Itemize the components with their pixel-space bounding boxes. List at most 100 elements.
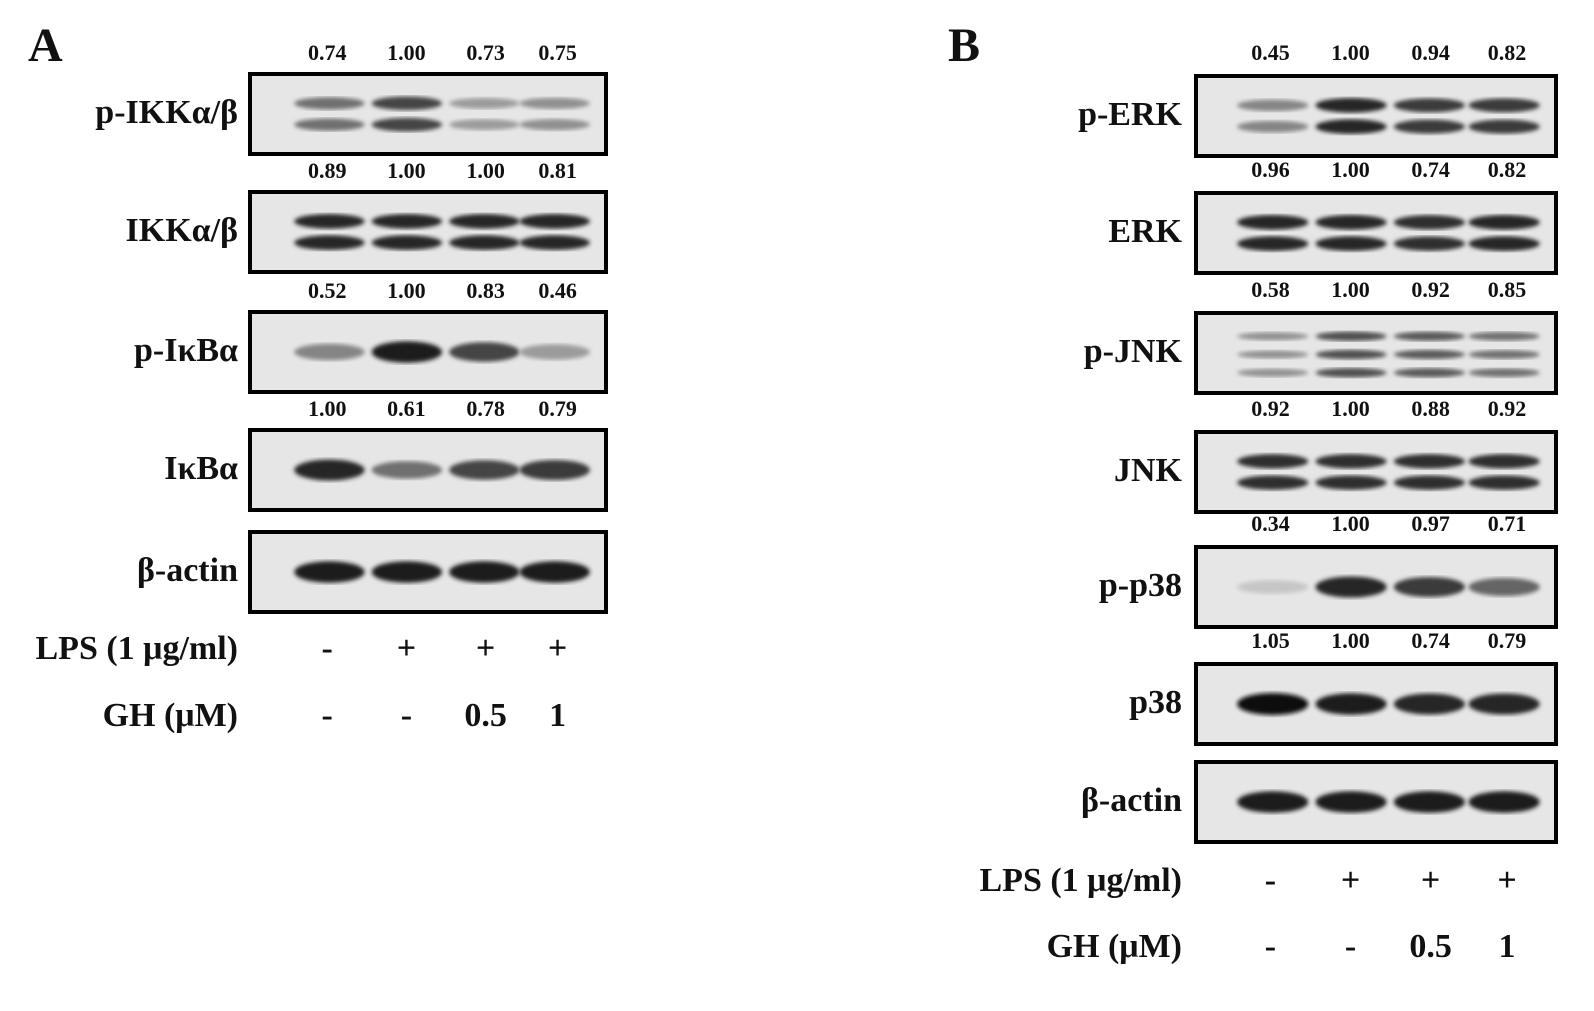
protein-band — [1315, 454, 1387, 469]
protein-band — [1468, 475, 1540, 490]
protein-band — [1315, 119, 1387, 134]
treatment-value: 0.5 — [1409, 928, 1452, 965]
densitometry-value: 0.88 — [1411, 396, 1450, 421]
densitometry-value: 0.61 — [387, 396, 426, 421]
treatment-value: + — [1420, 862, 1441, 899]
protein-band — [519, 214, 590, 229]
densitometry-value: 0.89 — [307, 158, 347, 183]
densitometry-value: 1.00 — [1331, 511, 1370, 536]
protein-band — [371, 214, 443, 229]
treatment-label: LPS (1 μg/ml) — [35, 630, 239, 667]
densitometry-value: 0.34 — [1251, 511, 1290, 536]
protein-label: IKKα/β — [125, 212, 238, 249]
protein-band — [1393, 98, 1465, 113]
blot-bands — [252, 194, 604, 270]
blot-image — [1194, 191, 1558, 275]
blot-bands — [252, 432, 604, 508]
protein-band — [1237, 236, 1309, 251]
protein-label: JNK — [1114, 452, 1182, 489]
protein-band — [1468, 119, 1540, 134]
densitometry-value: 0.74 — [307, 40, 347, 65]
protein-band — [1237, 454, 1309, 469]
treatment-value: + — [1497, 862, 1517, 899]
protein-band — [371, 561, 443, 583]
treatment-value: + — [475, 630, 496, 667]
treatment-value: 1 — [1498, 928, 1516, 965]
densitometry-value: 0.96 — [1251, 157, 1290, 182]
protein-band — [1315, 236, 1387, 251]
protein-label: ERK — [1108, 213, 1182, 250]
blot-background — [252, 76, 604, 152]
treatment-label: GH (μM) — [1046, 928, 1182, 965]
protein-band — [1315, 368, 1387, 378]
protein-band — [1237, 791, 1309, 813]
densitometry-value: 0.75 — [538, 40, 577, 65]
protein-band — [1468, 578, 1540, 596]
densitometry-value: 0.74 — [1411, 628, 1450, 653]
protein-band — [1468, 368, 1540, 378]
protein-band — [1468, 454, 1540, 469]
protein-band — [519, 344, 590, 360]
densitometry-value: 0.92 — [1487, 396, 1527, 421]
treatment-value: - — [400, 697, 413, 734]
densitometry-value: 0.85 — [1487, 277, 1527, 302]
densitometry-value: 0.79 — [538, 396, 577, 421]
protein-band — [1315, 791, 1387, 813]
protein-band — [449, 214, 520, 229]
blot-image — [1194, 311, 1558, 395]
protein-band — [449, 342, 520, 362]
protein-band — [1393, 693, 1465, 715]
protein-band — [1468, 98, 1540, 113]
protein-band — [1315, 215, 1387, 230]
treatment-value: 1 — [549, 697, 567, 734]
blot-bands — [1198, 315, 1554, 391]
blot-image — [248, 310, 608, 394]
treatment-value: 0.5 — [464, 697, 507, 734]
blot-background — [1198, 78, 1554, 154]
protein-label: β-actin — [1080, 782, 1182, 819]
protein-band — [449, 119, 520, 131]
blot-bands — [1198, 434, 1554, 510]
protein-band — [294, 459, 365, 481]
panel-letter: A — [28, 19, 63, 72]
protein-band — [449, 561, 520, 583]
protein-band — [371, 96, 443, 111]
protein-label: p-IKKα/β — [95, 94, 238, 131]
densitometry-value: 0.45 — [1251, 40, 1290, 65]
protein-band — [1315, 475, 1387, 490]
densitometry-value: 1.00 — [1331, 277, 1370, 302]
densitometry-value: 1.00 — [307, 396, 347, 421]
blot-image — [1194, 545, 1558, 629]
protein-band — [449, 97, 520, 109]
protein-band — [294, 343, 365, 361]
treatment-value: - — [1264, 862, 1277, 899]
protein-band — [1393, 577, 1465, 597]
densitometry-value: 1.00 — [1331, 157, 1370, 182]
protein-band — [1237, 693, 1309, 715]
protein-band — [294, 97, 365, 110]
densitometry-value: 0.97 — [1411, 511, 1450, 536]
protein-band — [519, 561, 590, 583]
treatment-value: - — [321, 630, 333, 667]
blot-bands — [252, 314, 604, 390]
blot-image — [1194, 760, 1558, 844]
protein-band — [1315, 331, 1387, 342]
protein-band — [1237, 332, 1309, 341]
protein-band — [1237, 580, 1309, 594]
protein-band — [371, 461, 443, 479]
blot-image — [1194, 74, 1558, 158]
protein-band — [1237, 99, 1309, 112]
blot-image — [1194, 430, 1558, 514]
protein-label: p-IκBα — [134, 332, 238, 369]
protein-band — [1468, 791, 1540, 813]
protein-band — [1315, 349, 1387, 360]
densitometry-value: 0.46 — [538, 278, 577, 303]
protein-label: p38 — [1129, 684, 1182, 721]
treatment-value: - — [1344, 928, 1357, 965]
protein-band — [1315, 576, 1387, 598]
treatment-label: LPS (1 μg/ml) — [979, 862, 1183, 899]
protein-band — [294, 561, 365, 583]
densitometry-value: 0.94 — [1411, 40, 1450, 65]
protein-label: β-actin — [136, 552, 238, 589]
densitometry-value: 1.00 — [466, 158, 505, 183]
